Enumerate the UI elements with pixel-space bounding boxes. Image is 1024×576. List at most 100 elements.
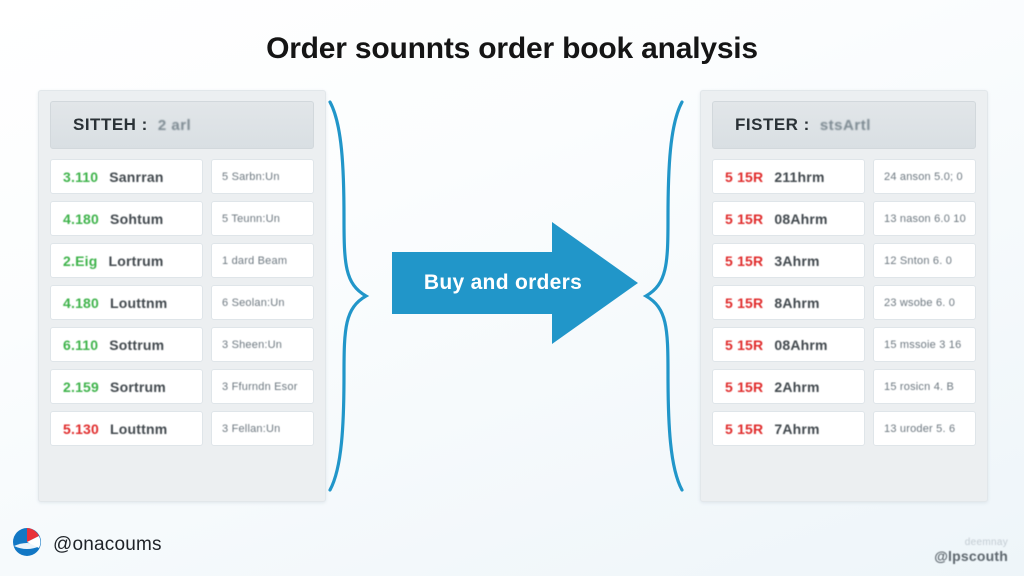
order-price: 5 15R xyxy=(725,210,764,227)
order-row-main-cell[interactable]: 4.180 Louttnm xyxy=(50,285,203,320)
order-row-main-cell[interactable]: 6.110 Sottrum xyxy=(50,327,203,362)
footer-secondary-branding: deemnay @lpscouth xyxy=(934,537,1008,564)
order-price: 5 15R xyxy=(725,294,764,311)
right-panel-header: FISTER : stsArtl xyxy=(712,101,976,149)
order-row-main-cell[interactable]: 5 15R 3Ahrm xyxy=(712,243,865,278)
order-row-main-cell[interactable]: 2.Eig Lortrum xyxy=(50,243,203,278)
footer-branding: @onacoums xyxy=(12,527,162,562)
order-note: 1 dard Beam xyxy=(222,254,288,267)
order-row[interactable]: 4.180 Louttnm 6 Seolan:Un xyxy=(50,285,314,320)
order-quantity: Sottrum xyxy=(109,336,165,353)
order-row-note-cell[interactable]: 5 Teunn:Un xyxy=(211,201,314,236)
order-note: 23 wsobe 6. 0 xyxy=(884,296,956,309)
order-note: 13 nason 6.0 10 xyxy=(884,212,966,225)
order-price: 2.159 xyxy=(63,378,100,395)
order-price: 6.110 xyxy=(63,336,99,353)
left-brace xyxy=(326,98,370,499)
order-quantity: Sortrum xyxy=(110,378,166,395)
order-row-main-cell[interactable]: 3.110 Sanrran xyxy=(50,159,203,194)
order-row[interactable]: 5 15R 08Ahrm 13 nason 6.0 10 xyxy=(712,201,976,236)
order-price: 5 15R xyxy=(725,378,764,395)
order-row-main-cell[interactable]: 2.159 Sortrum xyxy=(50,369,203,404)
order-row-note-cell[interactable]: 13 nason 6.0 10 xyxy=(873,201,976,236)
order-row[interactable]: 6.110 Sottrum 3 Sheen:Un xyxy=(50,327,314,362)
order-row[interactable]: 5 15R 7Ahrm 13 uroder 5. 6 xyxy=(712,411,976,446)
order-row-note-cell[interactable]: 1 dard Beam xyxy=(211,243,314,278)
order-row-note-cell[interactable]: 23 wsobe 6. 0 xyxy=(873,285,976,320)
footer-secondary-top: deemnay xyxy=(964,537,1008,548)
order-quantity: 8Ahrm xyxy=(774,294,820,311)
order-row[interactable]: 5.130 Louttnm 3 Fellan:Un xyxy=(50,411,314,446)
right-brace xyxy=(642,98,686,499)
left-panel-header-label: SITTEH : xyxy=(73,115,148,134)
order-note: 3 Ffurndn Esor xyxy=(222,380,298,393)
order-row-note-cell[interactable]: 6 Seolan:Un xyxy=(211,285,314,320)
order-quantity: Lortrum xyxy=(108,252,164,269)
order-note: 3 Fellan:Un xyxy=(222,422,281,435)
order-price: 4.180 xyxy=(63,294,100,311)
order-quantity: Louttnm xyxy=(110,420,168,437)
order-price: 5 15R xyxy=(725,252,764,269)
order-row-main-cell[interactable]: 5 15R 08Ahrm xyxy=(712,201,865,236)
left-panel-header-value: 2 arl xyxy=(157,116,192,134)
order-row[interactable]: 3.110 Sanrran 5 Sarbn:Un xyxy=(50,159,314,194)
brand-logo-icon xyxy=(12,527,42,562)
order-quantity: 3Ahrm xyxy=(774,252,820,269)
left-panel-header: SITTEH : 2 arl xyxy=(50,101,314,149)
order-row[interactable]: 5 15R 8Ahrm 23 wsobe 6. 0 xyxy=(712,285,976,320)
right-panel-header-value: stsArtl xyxy=(819,116,871,134)
order-row-note-cell[interactable]: 15 mssoie 3 16 xyxy=(873,327,976,362)
footer-secondary-handle: @lpscouth xyxy=(934,548,1008,564)
order-row-main-cell[interactable]: 5 15R 7Ahrm xyxy=(712,411,865,446)
order-row[interactable]: 5 15R 3Ahrm 12 Snton 6. 0 xyxy=(712,243,976,278)
flow-arrow-icon xyxy=(392,222,638,344)
order-note: 15 rosicn 4. B xyxy=(884,380,955,393)
order-quantity: Sanrran xyxy=(109,168,164,185)
right-panel-header-label: FISTER : xyxy=(735,115,810,134)
order-row-note-cell[interactable]: 24 anson 5.0; 0 xyxy=(873,159,976,194)
order-price: 3.110 xyxy=(63,168,99,185)
footer-handle: @onacoums xyxy=(53,533,162,555)
order-price: 5 15R xyxy=(725,336,764,353)
order-note: 3 Sheen:Un xyxy=(222,338,283,351)
order-price: 5 15R xyxy=(725,420,764,437)
page-title: Order sounnts order book analysis xyxy=(266,32,758,65)
order-row-main-cell[interactable]: 5 15R 8Ahrm xyxy=(712,285,865,320)
order-row-note-cell[interactable]: 5 Sarbn:Un xyxy=(211,159,314,194)
order-note: 24 anson 5.0; 0 xyxy=(884,170,963,183)
order-quantity: 211hrm xyxy=(774,168,825,185)
order-row-note-cell[interactable]: 13 uroder 5. 6 xyxy=(873,411,976,446)
order-row[interactable]: 2.Eig Lortrum 1 dard Beam xyxy=(50,243,314,278)
order-row-note-cell[interactable]: 12 Snton 6. 0 xyxy=(873,243,976,278)
order-note: 5 Teunn:Un xyxy=(222,212,281,225)
order-price: 2.Eig xyxy=(63,252,98,269)
order-row[interactable]: 2.159 Sortrum 3 Ffurndn Esor xyxy=(50,369,314,404)
order-price: 4.180 xyxy=(63,210,100,227)
order-note: 12 Snton 6. 0 xyxy=(884,254,953,267)
order-quantity: 08Ahrm xyxy=(774,210,828,227)
order-quantity: 7Ahrm xyxy=(774,420,820,437)
order-note: 13 uroder 5. 6 xyxy=(884,422,956,435)
order-row-note-cell[interactable]: 3 Sheen:Un xyxy=(211,327,314,362)
order-row-main-cell[interactable]: 5 15R 2Ahrm xyxy=(712,369,865,404)
order-note: 6 Seolan:Un xyxy=(222,296,285,309)
order-row-main-cell[interactable]: 5.130 Louttnm xyxy=(50,411,203,446)
order-row-note-cell[interactable]: 15 rosicn 4. B xyxy=(873,369,976,404)
order-quantity: 2Ahrm xyxy=(774,378,820,395)
order-note: 15 mssoie 3 16 xyxy=(884,338,962,351)
order-row-note-cell[interactable]: 3 Ffurndn Esor xyxy=(211,369,314,404)
order-row[interactable]: 5 15R 2Ahrm 15 rosicn 4. B xyxy=(712,369,976,404)
order-price: 5.130 xyxy=(63,420,100,437)
order-quantity: Louttnm xyxy=(110,294,168,311)
order-row-note-cell[interactable]: 3 Fellan:Un xyxy=(211,411,314,446)
